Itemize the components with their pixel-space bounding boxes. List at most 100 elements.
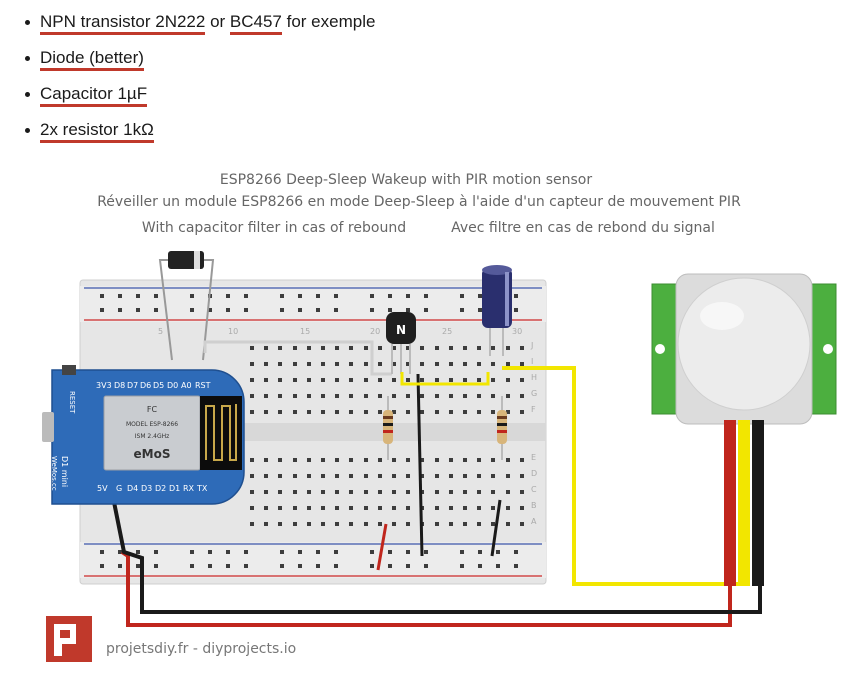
breadboard-hole bbox=[321, 362, 325, 366]
breadboard-hole bbox=[250, 474, 254, 478]
breadboard-hole bbox=[278, 458, 282, 462]
breadboard-hole bbox=[250, 522, 254, 526]
breadboard-hole bbox=[264, 378, 268, 382]
breadboard-hole bbox=[378, 474, 382, 478]
projetsdiy-logo bbox=[46, 616, 92, 662]
breadboard-hole bbox=[293, 346, 297, 350]
bullet-icon bbox=[25, 128, 30, 133]
link-capacitor[interactable]: Capacitor 1µF bbox=[40, 84, 148, 107]
breadboard-hole bbox=[307, 506, 311, 510]
breadboard-hole bbox=[514, 564, 518, 568]
pin-label: 3V3 bbox=[96, 381, 112, 390]
breadboard-hole bbox=[244, 308, 248, 312]
row-letter: G bbox=[531, 389, 537, 398]
breadboard-hole bbox=[392, 474, 396, 478]
breadboard-hole bbox=[118, 550, 122, 554]
breadboard-hole bbox=[316, 564, 320, 568]
link-bc457[interactable]: BC457 bbox=[229, 12, 282, 35]
breadboard-hole bbox=[349, 410, 353, 414]
wire-white bbox=[203, 340, 392, 376]
breadboard-hole bbox=[364, 490, 368, 494]
breadboard-hole bbox=[250, 410, 254, 414]
breadboard-hole bbox=[364, 394, 368, 398]
breadboard-hole bbox=[378, 362, 382, 366]
breadboard-hole bbox=[420, 474, 424, 478]
link-resistor[interactable]: 2x resistor 1kΩ bbox=[40, 120, 154, 143]
row-letter: I bbox=[531, 357, 533, 366]
breadboard-hole bbox=[335, 490, 339, 494]
breadboard-hole bbox=[406, 308, 410, 312]
parts-list: NPN transistor 2N222 or BC457 for exempl… bbox=[16, 6, 375, 150]
column-number: 20 bbox=[370, 327, 380, 336]
row-letter: C bbox=[531, 485, 537, 494]
bullet-icon bbox=[25, 56, 30, 61]
breadboard-hole bbox=[520, 378, 524, 382]
bullet-icon bbox=[25, 92, 30, 97]
breadboard-hole bbox=[208, 308, 212, 312]
breadboard-hole bbox=[278, 506, 282, 510]
wire-black-jumper bbox=[490, 499, 502, 557]
breadboard-hole bbox=[378, 490, 382, 494]
board-name: D1 mini bbox=[60, 456, 69, 487]
breadboard-hole bbox=[293, 490, 297, 494]
breadboard-hole bbox=[250, 394, 254, 398]
breadboard-hole bbox=[496, 564, 500, 568]
breadboard-hole bbox=[506, 474, 510, 478]
breadboard-hole bbox=[364, 506, 368, 510]
link-diode[interactable]: Diode (better) bbox=[40, 48, 144, 71]
note-right: Avec filtre en cas de rebond du signal bbox=[451, 220, 715, 236]
pin-label: A0 bbox=[181, 381, 192, 390]
pin-label: G bbox=[116, 484, 122, 493]
breadboard-hole bbox=[118, 308, 122, 312]
breadboard-hole bbox=[435, 410, 439, 414]
pir-dome bbox=[677, 277, 811, 411]
breadboard-hole bbox=[307, 490, 311, 494]
breadboard-hole bbox=[293, 506, 297, 510]
row-letter: A bbox=[531, 517, 537, 526]
breadboard-hole bbox=[364, 458, 368, 462]
breadboard-hole bbox=[392, 410, 396, 414]
breadboard-hole bbox=[298, 564, 302, 568]
breadboard-hole bbox=[349, 378, 353, 382]
breadboard-hole bbox=[388, 564, 392, 568]
chip-text: MODEL ESP-8266 bbox=[126, 421, 178, 428]
breadboard-hole bbox=[477, 522, 481, 526]
diode bbox=[158, 251, 215, 361]
breadboard-hole bbox=[334, 294, 338, 298]
breadboard-hole bbox=[460, 550, 464, 554]
breadboard-hole bbox=[190, 308, 194, 312]
breadboard-hole bbox=[293, 522, 297, 526]
breadboard-hole bbox=[280, 294, 284, 298]
chip-text: eMoS bbox=[134, 447, 171, 461]
breadboard-hole bbox=[406, 490, 410, 494]
breadboard-hole bbox=[136, 294, 140, 298]
breadboard-hole bbox=[406, 362, 410, 366]
breadboard-hole bbox=[378, 522, 382, 526]
breadboard-hole bbox=[349, 522, 353, 526]
breadboard-hole bbox=[307, 346, 311, 350]
breadboard-hole bbox=[307, 522, 311, 526]
link-npn-transistor[interactable]: NPN transistor 2N222 bbox=[40, 12, 206, 35]
breadboard-hole bbox=[463, 362, 467, 366]
row-letter: B bbox=[531, 501, 537, 510]
breadboard-hole bbox=[244, 294, 248, 298]
breadboard-hole bbox=[392, 378, 396, 382]
breadboard-hole bbox=[420, 378, 424, 382]
breadboard-hole bbox=[136, 564, 140, 568]
breadboard-hole bbox=[477, 346, 481, 350]
breadboard-hole bbox=[406, 346, 410, 350]
breadboard-hole bbox=[307, 362, 311, 366]
breadboard-hole bbox=[293, 458, 297, 462]
breadboard-hole bbox=[250, 346, 254, 350]
breadboard-hole bbox=[190, 294, 194, 298]
pin-label: RX bbox=[183, 484, 195, 493]
breadboard-hole bbox=[208, 564, 212, 568]
breadboard-hole bbox=[335, 346, 339, 350]
breadboard-hole bbox=[463, 458, 467, 462]
breadboard-hole bbox=[520, 394, 524, 398]
breadboard-hole bbox=[208, 550, 212, 554]
breadboard-hole bbox=[226, 294, 230, 298]
diagram-title: ESP8266 Deep-Sleep Wakeup with PIR motio… bbox=[220, 172, 593, 188]
board-brand: WeMos.cc bbox=[50, 456, 58, 491]
rail-holes bbox=[100, 294, 518, 568]
